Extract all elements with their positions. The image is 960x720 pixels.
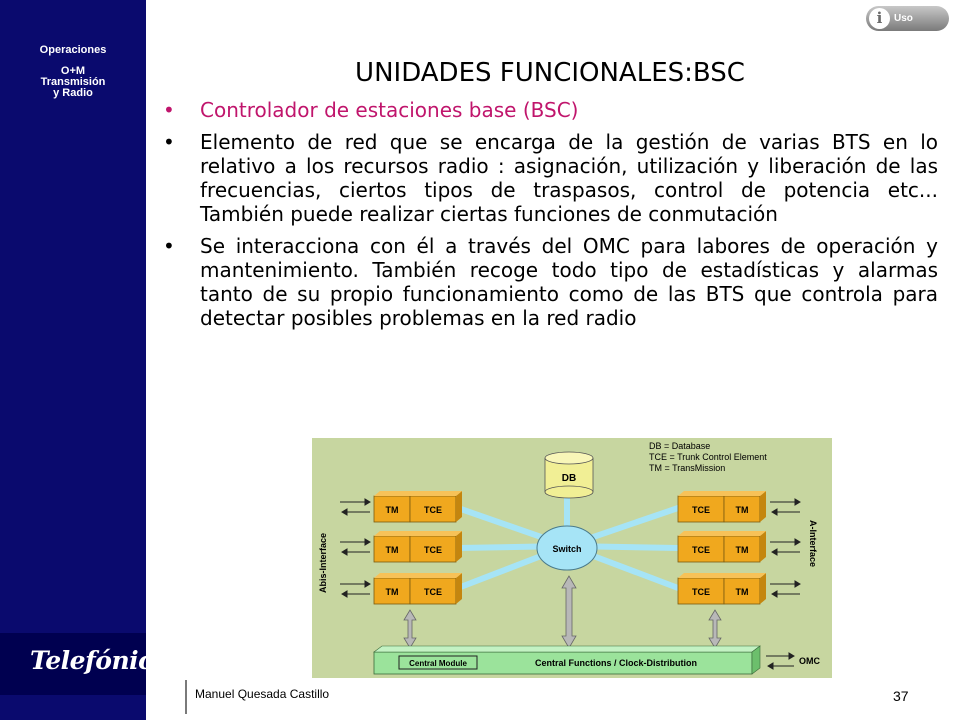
legend-tce: TCE = Trunk Control Element [649,452,767,462]
sidebar: Operaciones O+M Transmisión y Radio Tele… [0,0,169,720]
bullet-dot: • [163,234,175,258]
tce-label: TCE [692,545,710,555]
a-interface-label: A-Interface [808,520,818,567]
tce-label: TCE [424,545,442,555]
left-block-1: TM TCE [373,491,462,523]
page-number: 37 [893,688,909,704]
bullet-item: • Se interacciona con él a través del OMC… [163,234,938,330]
info-icon: i [869,8,890,29]
tce-label: TCE [692,505,710,515]
tm-label: TM [386,545,399,555]
right-block-1: TCE TM [677,491,766,523]
left-block-2: TM TCE [373,531,462,563]
central-module-label: Central Module [409,659,467,668]
central-functions-label: Central Functions / Clock-Distribution [535,658,697,668]
tm-label: TM [386,505,399,515]
tm-label: TM [386,587,399,597]
bullet-item: • Elemento de red que se encarga de la ge… [163,130,938,226]
course-title-line4: y Radio [53,87,93,99]
right-external-arrows [770,498,801,598]
right-block-3: TCE TM [677,573,766,605]
db-label: DB [562,473,576,484]
internal-use-label: Uso Interno [894,13,928,49]
bullet-dot: • [163,98,175,122]
abis-interface-label: Abis-Interface [318,533,328,593]
tm-label: TM [736,545,749,555]
course-title-line2: O+M [60,65,86,77]
omc-label: OMC [799,656,820,666]
bsc-diagram: DB = Database TCE = Trunk Control Elemen… [312,438,832,678]
bullet-item: • Controlador de estaciones base (BSC) [163,98,938,122]
bullet-text: Controlador de estaciones base (BSC) [200,98,579,122]
tm-label: TM [736,505,749,515]
course-title-line3: Transmisión [40,76,106,88]
internal-use-badge: i Uso Interno [866,6,949,49]
slide-title: UNIDADES FUNCIONALES:BSC [355,58,745,88]
tce-label: TCE [424,587,442,597]
left-block-3: TM TCE [373,573,462,605]
switch-label: Switch [552,544,581,554]
tce-label: TCE [424,505,442,515]
right-block-2: TCE TM [677,531,766,563]
omc-arrows [766,652,795,670]
footer-divider [185,680,187,714]
bullet-text: Se interacciona con él a través del OMC … [200,234,938,330]
footer-author: Manuel Quesada Castillo [195,687,330,701]
legend-tm: TM = TransMission [649,463,725,473]
central-bus: Central Module Central Functions / Clock… [373,645,761,675]
telefonica-logo: Telefónica [30,646,169,675]
bullet-text: Elemento de red que se encarga de la ges… [200,130,938,226]
legend-db: DB = Database [649,441,710,451]
left-external-arrows [340,498,371,598]
logo-band [0,633,146,695]
tm-label: TM [736,587,749,597]
db-cylinder: DB [544,451,594,499]
switch-node: Switch [536,525,598,571]
course-title-line1: Operaciones [39,44,107,56]
tce-label: TCE [692,587,710,597]
bullet-list: • Controlador de estaciones base (BSC) • E… [163,98,938,338]
bullet-dot: • [163,130,175,154]
